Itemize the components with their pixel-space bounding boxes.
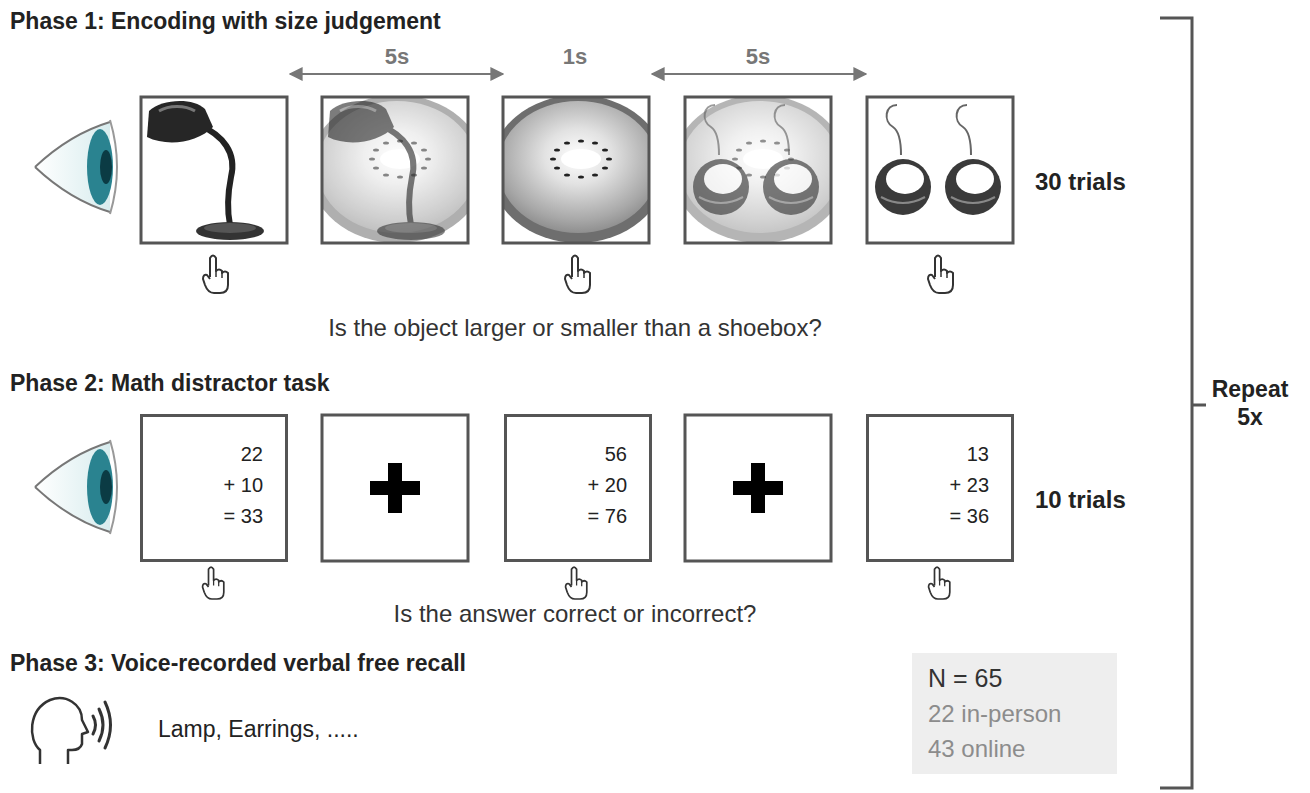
duration-label: 1s [563, 44, 587, 70]
image-frame [309, 95, 485, 243]
duration-label: 5s [385, 44, 409, 70]
fixation-frame [685, 415, 831, 561]
equation-line: + 10 [224, 470, 263, 501]
speaking-head-icon [32, 698, 111, 764]
response-hand [928, 256, 953, 294]
duration-arrow [652, 73, 866, 75]
fixation-cross [751, 463, 765, 513]
image-frame [490, 95, 666, 243]
sample-info-box: N = 6522 in-person43 online [912, 653, 1117, 774]
kiwi-image [322, 97, 468, 243]
duration-label: 5s [746, 44, 770, 70]
math-problem-box: 56+ 20= 76 [504, 414, 652, 562]
trial-count: 10 trials [1035, 486, 1126, 515]
image-frame [867, 97, 1013, 243]
earrings-image [693, 105, 819, 215]
task-question: Is the answer correct or incorrect? [394, 600, 757, 629]
phase-title: Phase 2: Math distractor task [10, 370, 330, 398]
kiwi-image [503, 97, 649, 243]
sample-detail: 22 in-person [928, 696, 1061, 731]
response-hand [203, 256, 228, 294]
fixation-cross [388, 463, 402, 513]
task-question: Is the object larger or smaller than a s… [328, 314, 822, 343]
recall-example: Lamp, Earrings, ..... [158, 716, 359, 744]
response-hand [929, 567, 950, 599]
equation-line: 13 [967, 439, 989, 470]
response-hand [566, 567, 587, 599]
earrings-image [875, 105, 1001, 215]
math-problem-box: 13+ 23= 36 [866, 414, 1014, 562]
equation-line: + 23 [950, 470, 989, 501]
text-group: 22+ 10= 33 [224, 439, 263, 532]
math-problem-box: 22+ 10= 33 [140, 414, 288, 562]
equation-line: 56 [605, 439, 627, 470]
repeat-bracket [1160, 18, 1206, 788]
eye-icon [35, 440, 117, 534]
eye-icon [35, 120, 117, 214]
sample-size: N = 65 [928, 661, 1002, 696]
sample-detail: 43 online [928, 731, 1025, 766]
response-hand [565, 256, 590, 294]
image-frame [141, 97, 287, 243]
equation-line: = 33 [224, 501, 263, 532]
equation-line: 22 [241, 439, 263, 470]
duration-arrow [290, 73, 503, 75]
kiwi-image [685, 97, 831, 243]
lamp-image [147, 101, 264, 240]
fixation-frame [322, 415, 468, 561]
text-group: 13+ 23= 36 [950, 439, 989, 532]
equation-line: = 36 [950, 501, 989, 532]
text-group: 56+ 20= 76 [588, 439, 627, 532]
phase-title: Phase 3: Voice-recorded verbal free reca… [10, 650, 466, 678]
equation-line: + 20 [588, 470, 627, 501]
repeat-label: Repeat 5x [1204, 376, 1296, 431]
trial-count: 30 trials [1035, 168, 1126, 197]
phase-title: Phase 1: Encoding with size judgement [10, 8, 441, 36]
image-frame [672, 95, 848, 243]
equation-line: = 76 [588, 501, 627, 532]
response-hand [203, 567, 224, 599]
lamp-image [328, 101, 445, 240]
text-group: N = 6522 in-person43 online [928, 661, 1061, 766]
